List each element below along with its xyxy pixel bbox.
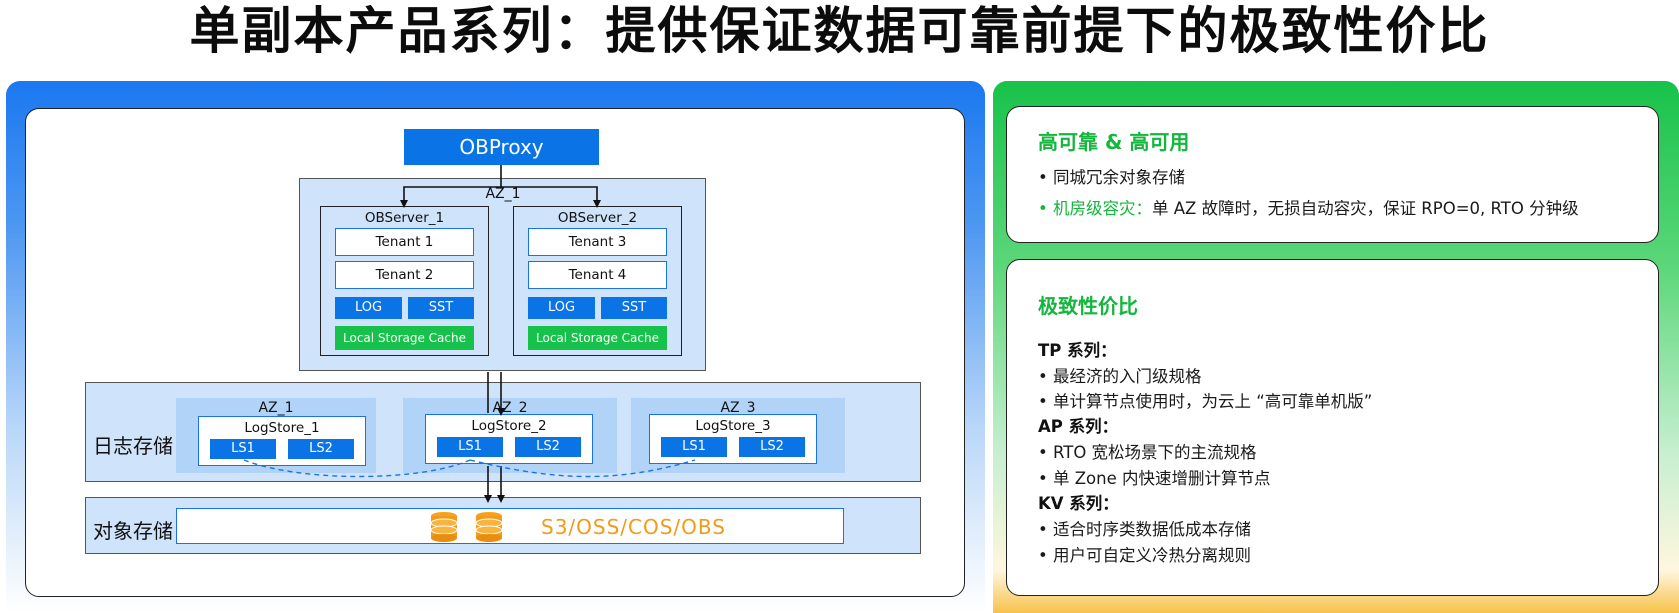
log-az-1-label: AZ_1: [258, 400, 294, 416]
ls1-tag: LS1: [661, 437, 727, 457]
ap-item-1: • RTO 宽松场景下的主流规格: [1038, 443, 1257, 462]
object-storage-label: 对象存储: [93, 519, 173, 543]
reliability-item-2-detail: 单 AZ 故障时，无损自动容灾，保证 RPO=0, RTO 分钟级: [1151, 199, 1579, 218]
tp-item-1: • 最经济的入门级规格: [1038, 367, 1202, 386]
local-storage-cache: Local Storage Cache: [528, 326, 667, 350]
tenant-3: Tenant 3: [528, 228, 667, 256]
kv-item-2: • 用户可自定义冷热分离规则: [1038, 546, 1251, 565]
ap-series-title: AP 系列：: [1038, 417, 1119, 436]
kv-series-title: KV 系列：: [1038, 494, 1119, 513]
kv-item-1: • 适合时序类数据低成本存储: [1038, 520, 1251, 539]
reliability-item-2: • 机房级容灾：单 AZ 故障时，无损自动容灾，保证 RPO=0, RTO 分钟…: [1038, 195, 1579, 219]
ap-item-2: • 单 Zone 内快速增删计算节点: [1038, 469, 1271, 488]
object-storage-text: S3/OSS/COS/OBS: [541, 515, 726, 539]
log-storage-label: 日志存储: [93, 434, 173, 458]
page-title: 单副本产品系列：提供保证数据可靠前提下的极致性价比: [189, 2, 1490, 60]
sst-tag: SST: [601, 297, 667, 319]
cost-performance-card: [1006, 259, 1659, 596]
ls1-tag: LS1: [210, 439, 276, 459]
reliability-item-2-prefix: • 机房级容灾：: [1038, 199, 1152, 218]
ls2-tag: LS2: [515, 437, 581, 457]
logstore-3: LogStore_3 LS1 LS2: [649, 414, 817, 464]
observer-2-title: OBServer_2: [557, 210, 638, 226]
log-az-2: AZ_2 LogStore_2 LS1 LS2: [403, 398, 617, 473]
reliability-item-1: • 同城冗余对象存储: [1038, 168, 1185, 187]
local-storage-cache: Local Storage Cache: [335, 326, 474, 350]
logstore-1: LogStore_1 LS1 LS2: [198, 416, 366, 466]
tenant-4: Tenant 4: [528, 261, 667, 289]
logstore-2: LogStore_2 LS1 LS2: [425, 414, 593, 464]
sst-tag: SST: [408, 297, 474, 319]
tp-series-title: TP 系列：: [1038, 341, 1117, 360]
log-az-1: AZ_1 LogStore_1 LS1 LS2: [176, 398, 376, 473]
tenant-1: Tenant 1: [335, 228, 474, 256]
az1-label: AZ_1: [485, 186, 521, 202]
tp-item-2: • 单计算节点使用时，为云上 “高可靠单机版”: [1038, 392, 1373, 411]
reliability-card: [1006, 106, 1659, 243]
logstore-1-title: LogStore_1: [244, 420, 320, 436]
log-tag: LOG: [335, 297, 402, 319]
ls2-tag: LS2: [739, 437, 805, 457]
observer-2: OBServer_2 Tenant 3 Tenant 4 LOG SST Loc…: [513, 206, 682, 356]
tenant-2: Tenant 2: [335, 261, 474, 289]
log-az-3: AZ_3 LogStore_3 LS1 LS2: [631, 398, 845, 473]
logstore-2-title: LogStore_2: [471, 418, 547, 434]
observer-1: OBServer_1 Tenant 1 Tenant 2 LOG SST Loc…: [320, 206, 489, 356]
observer-1-title: OBServer_1: [364, 210, 445, 226]
cost-performance-heading: 极致性价比: [1038, 294, 1138, 318]
log-az-3-label: AZ_3: [720, 400, 756, 416]
ls1-tag: LS1: [437, 437, 503, 457]
log-tag: LOG: [528, 297, 595, 319]
reliability-heading: 高可靠 & 高可用: [1038, 130, 1190, 154]
logstore-3-title: LogStore_3: [695, 418, 771, 434]
object-storage-box: [176, 508, 844, 544]
ls2-tag: LS2: [288, 439, 354, 459]
obproxy-node: OBProxy: [404, 129, 599, 165]
